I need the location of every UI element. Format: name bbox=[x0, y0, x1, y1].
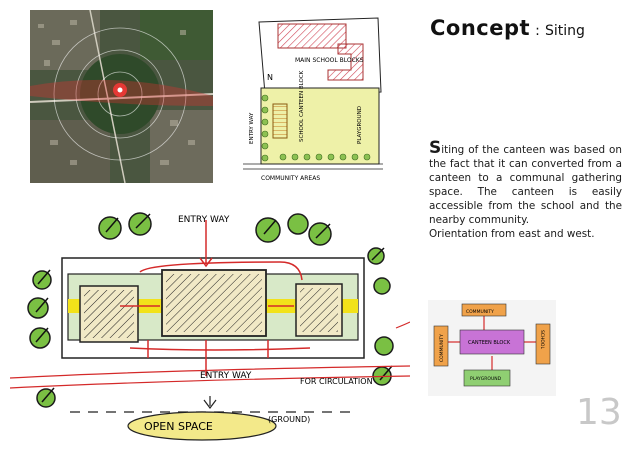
satellite-map-graphic bbox=[30, 10, 213, 183]
canteen-block-shape bbox=[272, 103, 288, 139]
concept-title: Concept : Siting bbox=[430, 16, 585, 40]
site-canteen-label: SCHOOL CANTEEN BLOCK bbox=[299, 70, 305, 142]
community-top-box bbox=[461, 303, 507, 317]
page-number: 13 bbox=[576, 392, 622, 433]
main-block-label: MAIN SCHOOL BLOCKS bbox=[295, 57, 364, 64]
site-playground-label: PLAYGROUND bbox=[357, 106, 363, 144]
bubble-school: SCHOOL bbox=[539, 330, 545, 349]
bubble-community-top: COMMUNITY bbox=[466, 309, 494, 315]
site-entry-label: ENTRY WAY bbox=[249, 112, 255, 144]
community-side-box bbox=[433, 325, 449, 367]
tree-cluster bbox=[27, 212, 394, 408]
canteen-block-box bbox=[459, 329, 525, 355]
concept-description: Siting of the canteen was based on the f… bbox=[429, 140, 622, 241]
playground-box bbox=[463, 369, 511, 387]
bubble-community-left: COMMUNITY bbox=[439, 334, 445, 362]
description-paragraph: iting of the canteen was based on the fa… bbox=[429, 144, 622, 226]
drop-initial: S bbox=[429, 138, 442, 158]
open-space-label: OPEN SPACE bbox=[144, 420, 213, 433]
canteen-layout-sketch: ENTRY WAY ENTRY WAY FOR CIRCULATION OPEN… bbox=[9, 200, 411, 448]
concept-subtitle: Siting bbox=[544, 23, 585, 39]
entry-bottom-label: ENTRY WAY bbox=[200, 371, 252, 381]
concept-separator: : bbox=[535, 23, 540, 39]
bubble-canteen: CANTEEN BLOCK bbox=[468, 340, 511, 346]
north-label: N bbox=[267, 73, 273, 82]
school-box bbox=[535, 323, 551, 365]
circulation-label: FOR CIRCULATION bbox=[300, 377, 373, 386]
orientation-note: Orientation from east and west. bbox=[429, 228, 595, 240]
entry-top-label: ENTRY WAY bbox=[178, 215, 230, 225]
concept-heading: Concept bbox=[430, 16, 531, 40]
relationship-diagram: COMMUNITY CANTEEN BLOCK COMMUNITY SCHOOL… bbox=[428, 300, 556, 396]
site-plan-sketch: MAIN SCHOOL BLOCKS N ENTRY WAY SCHOOL CA… bbox=[243, 14, 383, 186]
ground-label: (GROUND) bbox=[268, 415, 310, 424]
site-community-label: COMMUNITY AREAS bbox=[261, 175, 320, 182]
main-school-block-shape bbox=[277, 23, 347, 49]
bubble-playground: PLAYGROUND bbox=[470, 376, 502, 382]
satellite-map-image bbox=[30, 10, 213, 183]
